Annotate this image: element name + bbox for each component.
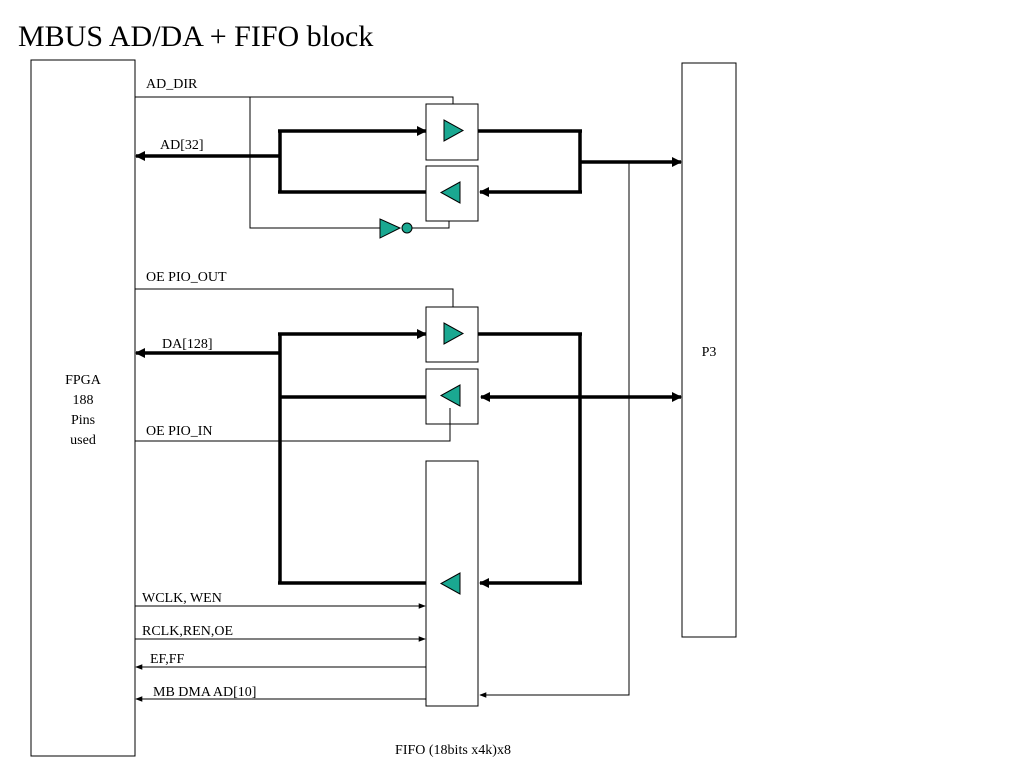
fifo-caption: FIFO (18bits x4k)x8 <box>395 743 511 758</box>
fpga-label-line-1: FPGA <box>65 373 102 388</box>
signal-label-oe-pio-in: OE PIO_IN <box>146 424 213 439</box>
inverter-bubble-icon <box>401 222 413 234</box>
signal-label-ad-dir: AD_DIR <box>146 77 198 92</box>
da-out-buffer-icon <box>443 322 465 345</box>
ad-in-buffer-icon <box>439 181 461 204</box>
fpga-label-line-4: used <box>70 433 96 448</box>
inverter-icon <box>379 218 402 239</box>
p3-to-fifo-line <box>479 162 630 698</box>
da-in-buffer-icon <box>439 384 461 407</box>
ad-dir-branch-line <box>249 97 380 229</box>
signal-label-mb-dma-ad: MB DMA AD[10] <box>153 685 256 700</box>
oe-pio-in-line <box>135 408 451 442</box>
p3-connector-block <box>681 62 737 638</box>
signal-label-wclk-wen: WCLK, WEN <box>142 591 222 606</box>
fpga-label-line-3: Pins <box>71 413 95 428</box>
signal-label-oe-pio-out: OE PIO_OUT <box>146 270 227 285</box>
oe-pio-out-line <box>135 288 454 322</box>
page-title: MBUS AD/DA + FIFO block <box>18 20 373 53</box>
signal-label-ad: AD[32] <box>160 138 204 153</box>
signal-label-ef-ff: EF,FF <box>150 652 185 667</box>
ad-out-buffer-icon <box>443 119 465 142</box>
p3-label: P3 <box>702 345 717 360</box>
ad-dir-line <box>135 96 454 122</box>
fifo-buffer-icon <box>439 572 461 595</box>
signal-label-da: DA[128] <box>162 337 213 352</box>
fpga-block <box>30 59 136 757</box>
fpga-label-line-2: 188 <box>73 393 94 408</box>
signal-label-rclk-ren-oe: RCLK,REN,OE <box>142 624 233 639</box>
